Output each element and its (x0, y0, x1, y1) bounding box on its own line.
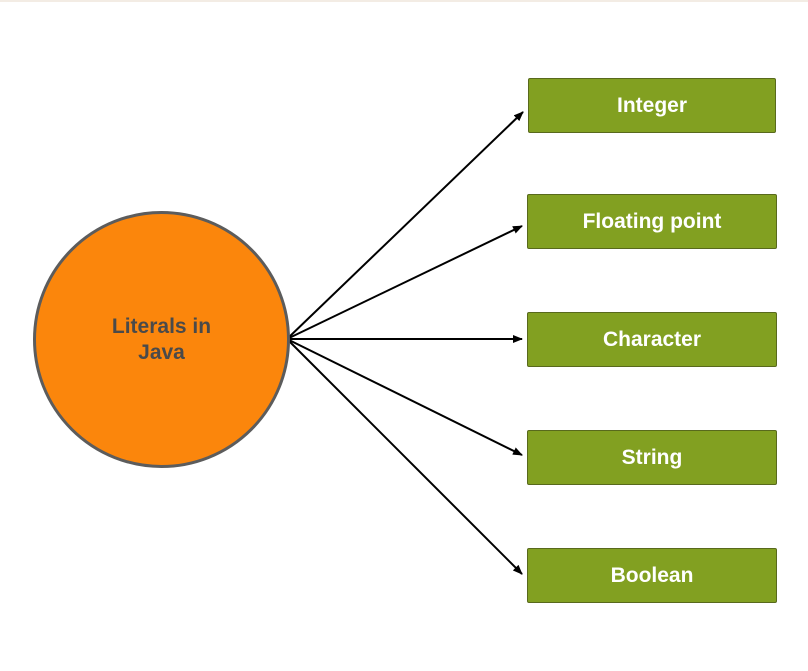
character-box: Character (527, 312, 777, 367)
literals-in-java-node: Literals in Java (33, 211, 290, 468)
center-node-label: Literals in Java (111, 314, 212, 364)
arrow-to-string (286, 338, 523, 456)
integer-box: Integer (528, 78, 776, 133)
arrow-to-boolean (286, 338, 523, 575)
top-divider (0, 0, 808, 2)
floating-point-box: Floating point (527, 194, 777, 249)
arrow-to-integer (286, 111, 524, 340)
string-box: String (527, 430, 777, 485)
arrow-to-floating-point (286, 225, 523, 340)
boolean-box: Boolean (527, 548, 777, 603)
